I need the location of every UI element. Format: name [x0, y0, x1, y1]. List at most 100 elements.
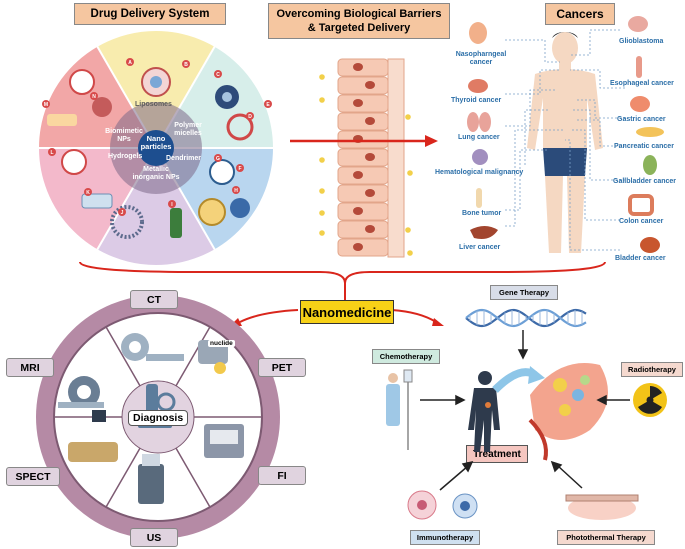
therapy-chemo: Chemotherapy — [372, 349, 440, 364]
dna-helix-icon — [465, 308, 587, 328]
cancer-label-glioblastoma: Glioblastoma — [619, 38, 664, 45]
cancer-label-colon: Colon cancer — [619, 218, 664, 225]
therapy-radio-text: Radiotherapy — [628, 365, 676, 374]
cancer-label-bladder: Bladder cancer — [615, 255, 666, 262]
nanoparticle-dot — [405, 114, 411, 120]
modality-pet-text: PET — [271, 361, 293, 374]
nanomedicine-text: Nanomedicine — [302, 304, 392, 320]
spect-scanner-icon — [68, 410, 118, 462]
cancer-label-gastric: Gastric cancer — [617, 116, 666, 123]
therapy-chemo-text: Chemotherapy — [379, 352, 433, 361]
marker-c — [214, 70, 222, 78]
marker-l — [48, 148, 56, 156]
cancer-label-bone: Bone tumor — [462, 210, 502, 217]
esophagus-icon — [636, 56, 642, 78]
blood-cell-icon — [472, 149, 488, 165]
nanoparticle-dot — [405, 227, 411, 233]
treatment-label: Treatment — [466, 445, 528, 463]
lung-icon — [467, 112, 491, 132]
liposome-icon — [141, 67, 171, 97]
barrier-wall — [387, 58, 405, 258]
therapy-gene-text: Gene Therapy — [498, 288, 550, 297]
marker-b — [182, 60, 190, 68]
thyroid-icon — [468, 79, 488, 93]
marker-label-g: G — [216, 156, 220, 162]
cancer-label-gallbladder: Gallbladder cancer — [613, 178, 677, 185]
segment-label-liposomes: Liposomes — [135, 101, 172, 108]
ultrasound-icon — [138, 454, 164, 504]
diagnosis-sector-divider — [105, 326, 141, 387]
cancer-label-nasopharngeal: Nasopharngeal cancer — [455, 51, 507, 66]
photothermal-device-icon — [565, 494, 639, 520]
segment-label-hydrogels: Hydrogels — [108, 153, 143, 160]
marker-j — [118, 208, 126, 216]
cell-nucleus — [353, 99, 363, 107]
cell-nucleus — [365, 225, 375, 233]
nanomedicine-badge: Nanomedicine — [300, 300, 394, 324]
mri-scanner-icon — [58, 376, 104, 408]
marker-label-e: E — [266, 102, 270, 108]
marker-label-n: N — [92, 94, 96, 100]
cancer-label-liver: Liver cancer — [459, 244, 501, 251]
marker-label-c: C — [216, 72, 220, 78]
modality-us-text: US — [146, 531, 162, 544]
diagnosis-sector-divider — [175, 447, 211, 508]
marker-m — [42, 100, 50, 108]
cell-nucleus — [353, 207, 363, 215]
marker-e — [264, 100, 272, 108]
marker-label-f: F — [238, 166, 241, 172]
cancer-label-pancreatic: Pancreatic cancer — [614, 143, 674, 150]
barriers-title: Overcoming Biological Barriers & Targete… — [268, 3, 450, 39]
marker-h — [232, 186, 240, 194]
nanoparticle-dot — [407, 250, 413, 256]
modality-pet: PET — [258, 358, 306, 377]
therapy-photothermal-text: Photothermal Therapy — [566, 533, 646, 542]
therapy-immuno-text: Immunotherapy — [416, 533, 474, 542]
modality-ct: CT — [130, 290, 178, 309]
ct-scanner-icon — [121, 333, 184, 361]
human-body-icon — [468, 371, 500, 452]
nanoparticle-dot — [319, 157, 325, 163]
cell-nucleus — [353, 63, 363, 71]
red-arrow-right — [290, 135, 438, 147]
cell-nucleus — [365, 153, 375, 161]
cancer-label-esophageal: Esophageal cancer — [610, 80, 674, 87]
barriers-title-line1: Overcoming Biological Barriers — [276, 8, 442, 20]
drug-delivery-title: Drug Delivery System — [74, 3, 226, 25]
immune-cells-icon — [407, 490, 478, 520]
nanoparticle-dot — [319, 210, 325, 216]
segment-label-dendrimer: Dendrimer — [166, 155, 202, 162]
marker-label-a: A — [128, 60, 132, 66]
stomach-icon — [630, 96, 650, 112]
marker-a — [126, 58, 134, 66]
micelle-icon — [215, 85, 254, 141]
drug-delivery-title-text: Drug Delivery System — [90, 8, 210, 20]
cell-nucleus — [365, 189, 375, 197]
hydrogel-icon — [61, 149, 113, 209]
wheel-center-label: Nano particles — [140, 134, 172, 151]
marker-k — [84, 188, 92, 196]
marker-n — [90, 92, 98, 100]
nanoparticle-dot — [319, 230, 325, 236]
barriers-title-line2: & Targeted Delivery — [307, 22, 411, 34]
pancreas-icon — [636, 127, 664, 137]
marker-d — [246, 112, 254, 120]
marker-label-i: I — [171, 202, 173, 208]
therapy-gene: Gene Therapy — [490, 285, 558, 300]
segment-label-metallic: Metallic inorganic NPs — [132, 166, 180, 181]
cancers-title: Cancers — [545, 3, 615, 25]
nanoparticle-dot — [319, 188, 325, 194]
modality-spect: SPECT — [6, 467, 60, 486]
marker-i — [168, 200, 176, 208]
cell-nucleus — [353, 243, 363, 251]
tumor-cells-icon — [528, 363, 608, 461]
marker-label-m: M — [44, 102, 48, 108]
modality-fi-text: FI — [277, 469, 287, 482]
cancer-label-thyroid: Thyroid cancer — [451, 97, 502, 104]
bladder-icon — [640, 237, 660, 253]
segment-metallic-bg — [97, 148, 215, 266]
diagnosis-sector-divider — [105, 447, 141, 508]
dendrimer-icon — [198, 159, 250, 226]
